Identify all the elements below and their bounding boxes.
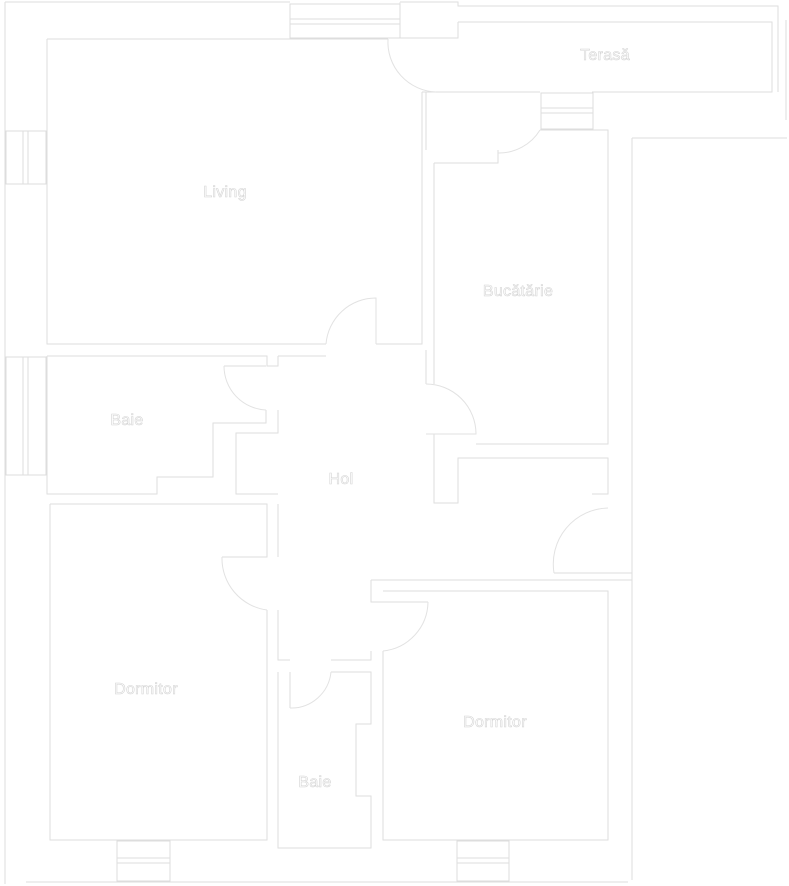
outer-walls (4, 1, 787, 884)
window-left-living (5, 130, 47, 185)
windows (5, 3, 594, 882)
bedroom-2-door-arc (382, 601, 429, 652)
kitchen-door-arc (425, 383, 477, 435)
terrace-door-arc (387, 38, 437, 93)
bedroom-1-walls (49, 503, 290, 841)
room-label-dormitor-1: Dormitor (114, 681, 178, 699)
doors (221, 38, 609, 709)
window-left-bathroom (5, 356, 47, 476)
room-label-hol: Hol (328, 471, 354, 489)
bathroom-1-walls (46, 355, 326, 495)
living-door-arc (325, 297, 377, 345)
bedroom-1-door-arc (221, 556, 268, 611)
room-label-living: Living (203, 184, 247, 202)
living-room-walls (46, 38, 427, 345)
bathroom-2-walls (277, 651, 372, 849)
window-bedroom-1 (116, 840, 171, 882)
room-label-terasa: Terasă (580, 47, 630, 65)
window-top-living (289, 3, 401, 39)
bathroom-1-door-arc (223, 365, 267, 411)
room-label-baie-1: Baie (110, 412, 144, 430)
kitchen-walls (425, 129, 609, 504)
bathroom-2-door-arc (289, 671, 332, 709)
room-label-baie-2: Baie (298, 774, 332, 792)
window-bedroom-2 (456, 840, 510, 882)
bedroom-2-walls (370, 572, 632, 841)
room-label-dormitor-2: Dormitor (463, 714, 527, 732)
window-kitchen-terrace (540, 92, 594, 130)
hall-door-arc (552, 507, 609, 574)
kitchen-terrace-door-arc (497, 129, 541, 154)
room-label-bucatarie: Bucătărie (482, 283, 554, 301)
